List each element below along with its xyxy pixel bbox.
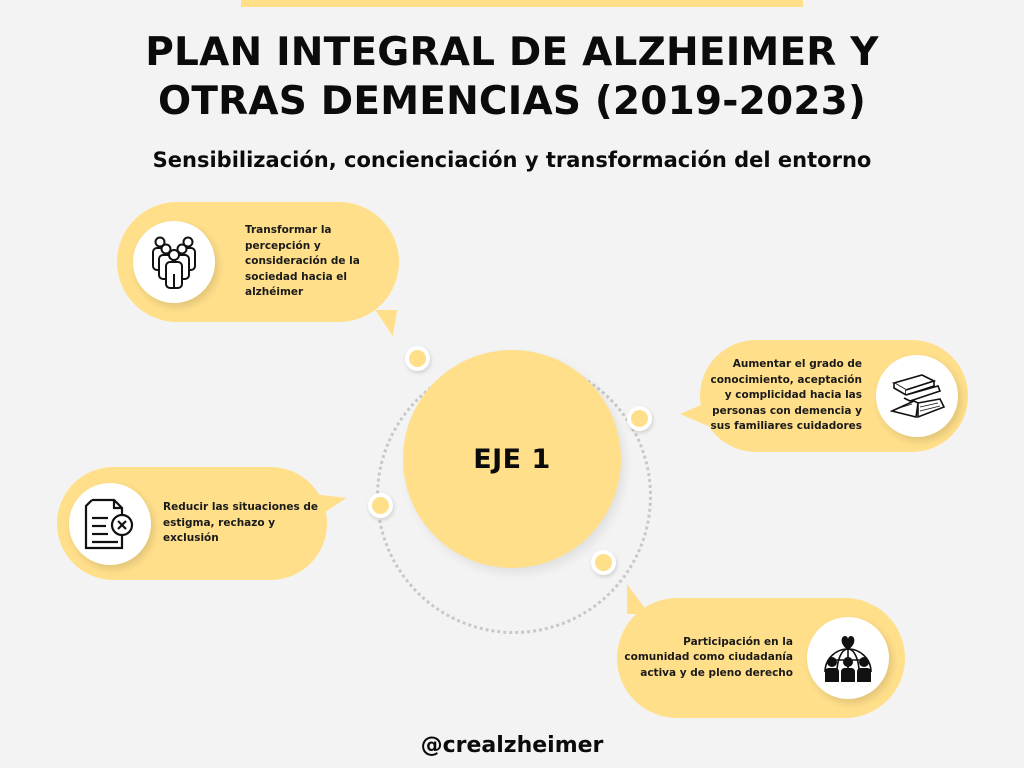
icon-circle [69,482,151,565]
speech-bubble-stigma: Reducir las situaciones de estigma, rech… [57,467,349,580]
bubble-tail [315,488,349,516]
speech-bubble-knowledge: Aumentar el grado de conocimiento, acept… [680,340,968,452]
icon-circle [807,617,889,699]
document-rejected-icon [84,498,134,549]
orbit-node-top-left [405,346,430,371]
central-hub-circle: EJE 1 [403,350,621,568]
bubble-tail [370,310,398,336]
orbit-node-bottom-right [591,550,616,575]
speech-bubble-participation: Participación en la comunidad como ciuda… [617,584,905,718]
community-globe-heart-icon [824,636,872,682]
top-accent-bar [241,0,803,7]
bubble-text: Participación en la comunidad como ciuda… [624,635,793,679]
icon-circle [133,221,215,303]
bubble-tail [680,402,708,426]
hub-label: EJE 1 [473,443,551,475]
group-of-people-icon [152,236,196,289]
bubble-tail [627,584,649,614]
bubble-text: Aumentar el grado de conocimiento, acept… [710,358,862,433]
title-line-2: OTRAS DEMENCIAS (2019-2023) [157,79,867,124]
books-icon [889,374,946,419]
page-subtitle: Sensibilización, concienciación y transf… [152,148,872,172]
speech-bubble-perception: Transformar la percepción y consideració… [117,202,399,336]
bubble-text: Reducir las situaciones de estigma, rech… [163,501,319,545]
page-title: PLAN INTEGRAL DE ALZHEIMER Y OTRAS DEMEN… [0,28,1024,126]
title-line-1: PLAN INTEGRAL DE ALZHEIMER Y [145,30,879,75]
bubble-text: Transformar la percepción y consideració… [245,224,360,299]
orbit-node-right [627,406,652,431]
social-handle: @crealzheimer [420,733,604,758]
icon-circle [876,355,958,437]
orbit-node-left [368,493,393,518]
